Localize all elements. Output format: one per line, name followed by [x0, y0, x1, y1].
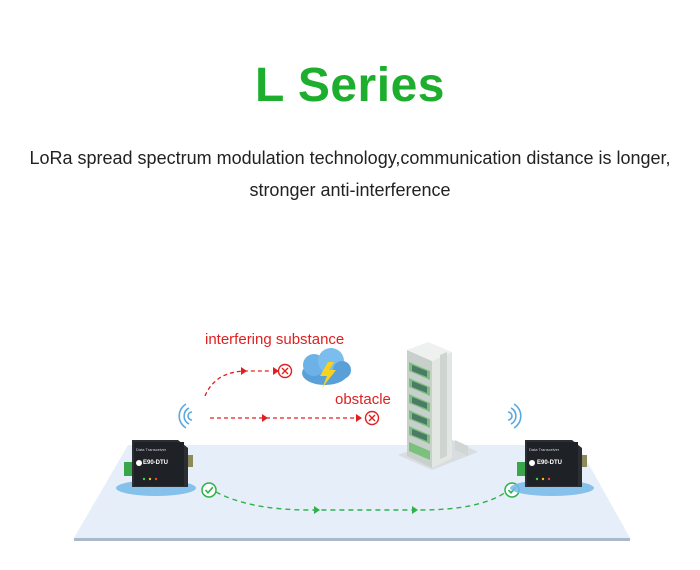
x-circle-icon	[364, 410, 380, 426]
device-top-label: Data Transceiver	[529, 447, 560, 452]
x-circle-icon	[277, 363, 293, 379]
success-path	[215, 491, 507, 511]
building-icon	[398, 342, 478, 470]
device-brand: E90-DTU	[143, 460, 168, 466]
obstacle-label: obstacle	[335, 391, 391, 408]
check-circle-icon	[201, 482, 217, 498]
page-title: L Series	[255, 59, 445, 112]
ground-plane	[74, 445, 630, 541]
description-line-2: stronger anti-interference	[249, 180, 451, 200]
wifi-signal-icon	[507, 403, 522, 429]
interference-arrows	[241, 367, 362, 422]
description-line-1: LoRa spread spectrum modulation technolo…	[29, 148, 671, 168]
wifi-signal-icon	[178, 403, 193, 429]
device-left: Data Transceiver E90-DTU	[116, 440, 196, 496]
storm-cloud-icon	[302, 348, 351, 388]
device-right: Data Transceiver E90-DTU	[510, 440, 594, 496]
success-path-arrows	[314, 506, 418, 514]
device-brand: E90-DTU	[537, 460, 562, 466]
interfering-substance-label: interfering substance	[205, 331, 345, 348]
device-top-label: Data Transceiver	[136, 447, 167, 452]
